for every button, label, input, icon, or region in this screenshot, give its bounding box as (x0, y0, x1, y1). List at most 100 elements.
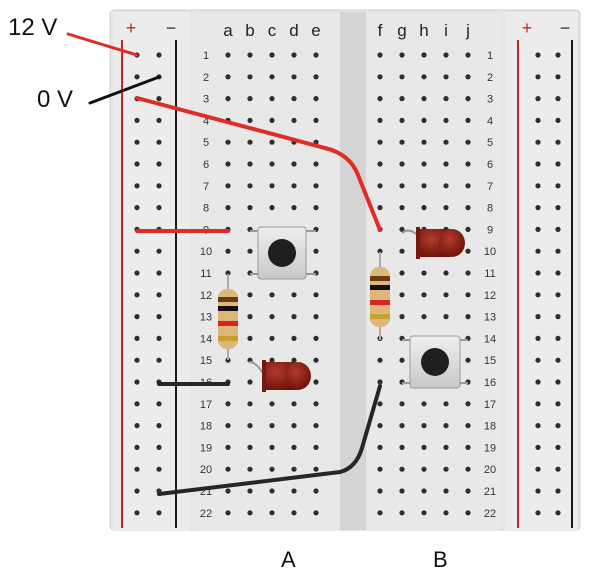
row-number-right: 1 (487, 50, 493, 62)
row-number-right: 20 (484, 464, 496, 476)
row-number-right: 5 (487, 137, 493, 149)
hole (269, 52, 275, 58)
hole (535, 226, 541, 232)
hole (535, 314, 541, 320)
push-button-b (402, 335, 468, 389)
hole (555, 226, 561, 232)
hole (134, 183, 140, 189)
hole (465, 510, 471, 516)
hole (421, 488, 427, 494)
circuit-a-label: A (281, 547, 296, 572)
hole (134, 379, 140, 385)
hole (465, 357, 471, 363)
hole (156, 357, 162, 363)
hole (465, 183, 471, 189)
hole (399, 226, 405, 232)
hole (555, 96, 561, 102)
column-label-h: h (419, 21, 428, 40)
hole (247, 423, 253, 429)
hole (535, 357, 541, 363)
hole (421, 74, 427, 80)
row-number-right: 18 (484, 421, 496, 433)
row-number-left: 4 (203, 115, 209, 127)
hole (399, 466, 405, 472)
hole (269, 401, 275, 407)
hole (399, 52, 405, 58)
hole (291, 466, 297, 472)
hole (555, 423, 561, 429)
hole (421, 510, 427, 516)
hole (399, 205, 405, 211)
hole (247, 248, 253, 254)
hole (269, 488, 275, 494)
hole (377, 401, 383, 407)
hole (535, 205, 541, 211)
row-number-right: 12 (484, 290, 496, 302)
hole (399, 423, 405, 429)
hole (535, 444, 541, 450)
hole (421, 117, 427, 123)
hole (421, 423, 427, 429)
hole (313, 292, 319, 298)
hole (269, 444, 275, 450)
hole (465, 117, 471, 123)
hole (377, 96, 383, 102)
red-wire-b (135, 96, 382, 232)
supply-voltage-label: 12 V (8, 14, 58, 41)
row-number-right: 16 (484, 377, 496, 389)
hole (269, 117, 275, 123)
hole (225, 74, 231, 80)
hole (421, 314, 427, 320)
hole (225, 270, 231, 276)
hole (399, 183, 405, 189)
hole (443, 423, 449, 429)
hole (465, 444, 471, 450)
hole (291, 335, 297, 341)
hole (247, 52, 253, 58)
hole (291, 488, 297, 494)
hole (377, 183, 383, 189)
hole (443, 314, 449, 320)
row-number-left: 15 (200, 355, 212, 367)
resistor-a (218, 274, 238, 360)
hole (443, 139, 449, 145)
hole (465, 74, 471, 80)
hole (535, 270, 541, 276)
hole (555, 270, 561, 276)
hole (421, 161, 427, 167)
hole (134, 139, 140, 145)
hole (313, 488, 319, 494)
hole (269, 292, 275, 298)
hole (269, 161, 275, 167)
hole (465, 96, 471, 102)
hole (399, 270, 405, 276)
hole (134, 488, 140, 494)
hole (247, 379, 253, 385)
hole (377, 379, 383, 385)
hole (225, 205, 231, 211)
row-number-right: 13 (484, 312, 496, 324)
column-label-f: f (378, 21, 383, 40)
hole (555, 379, 561, 385)
hole (269, 205, 275, 211)
hole (443, 205, 449, 211)
hole (421, 270, 427, 276)
hole (535, 52, 541, 58)
hole (377, 466, 383, 472)
hole (377, 510, 383, 516)
hole (443, 161, 449, 167)
hole (291, 96, 297, 102)
hole (399, 357, 405, 363)
hole (247, 292, 253, 298)
row-number-left: 14 (200, 333, 212, 345)
hole (225, 423, 231, 429)
hole (156, 444, 162, 450)
hole (225, 357, 231, 363)
hole (247, 444, 253, 450)
hole (247, 117, 253, 123)
hole (291, 314, 297, 320)
hole (377, 357, 383, 363)
hole (291, 423, 297, 429)
hole (465, 139, 471, 145)
hole (555, 139, 561, 145)
